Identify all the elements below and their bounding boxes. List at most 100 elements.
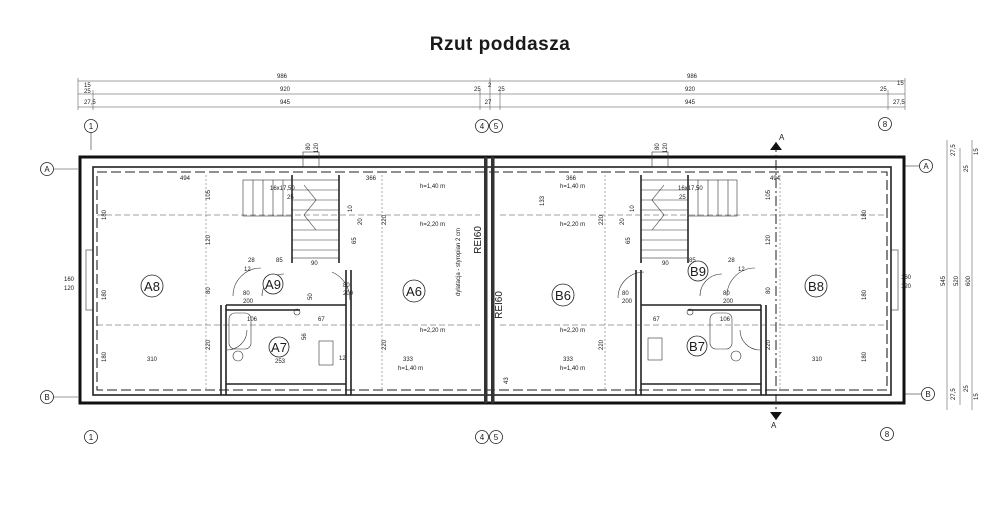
dim-494-a: 494 bbox=[180, 176, 191, 182]
rdim-520: 520 bbox=[954, 275, 960, 286]
h220-d: h=2,20 m bbox=[560, 328, 585, 334]
unit-A-interior bbox=[85, 151, 480, 395]
row-axes: A A B B bbox=[40, 159, 935, 404]
dim-986-left: 986 bbox=[277, 74, 288, 80]
dim-90-b: 90 bbox=[662, 261, 669, 267]
h220-a: h=2,20 m bbox=[420, 222, 445, 228]
dim-90-a: 90 bbox=[311, 261, 318, 267]
dim-28-a: 28 bbox=[248, 258, 255, 264]
fire-walls: REI60 REI60 dylatacja - styropian 2 cm bbox=[456, 157, 505, 403]
dim-200-d: 200 bbox=[723, 299, 734, 305]
axis-1-bottom-bubble bbox=[84, 430, 98, 444]
dim-133: 133 bbox=[540, 195, 546, 206]
dim-120-a: 120 bbox=[206, 234, 212, 245]
dim-310-a: 310 bbox=[147, 357, 158, 363]
dim-945-right: 945 bbox=[685, 100, 696, 106]
dim-80-b: 80 bbox=[343, 283, 350, 289]
dim-105-a: 105 bbox=[206, 189, 212, 200]
room-A9: A9 bbox=[265, 277, 281, 292]
fire-wall-label-1: REI60 bbox=[473, 226, 484, 254]
axis-markers-top: 1 4 5 8 bbox=[84, 117, 892, 150]
rdim-27-5-top: 27,5 bbox=[951, 144, 957, 156]
dim-200-b: 200 bbox=[343, 291, 354, 297]
axis-1-bottom-label: 1 bbox=[89, 433, 94, 442]
dim-180-a: 180 bbox=[102, 209, 108, 220]
dim-12-b: 12 bbox=[738, 267, 745, 273]
dim-253: 253 bbox=[275, 359, 286, 365]
axis-5-bottom-label: 5 bbox=[494, 433, 499, 442]
stair-left-sub: 25 bbox=[287, 195, 294, 201]
dim-80-v2: 80 bbox=[766, 287, 772, 294]
dim-43: 43 bbox=[504, 377, 510, 384]
room-B8: B8 bbox=[808, 279, 824, 294]
dim-920-left: 920 bbox=[280, 87, 291, 93]
dim-10-a: 10 bbox=[348, 205, 354, 212]
stair-left: 16x17,50 bbox=[270, 186, 295, 192]
room-B9: B9 bbox=[690, 264, 706, 279]
dim-27-5-left: 27,5 bbox=[84, 100, 96, 106]
axis-A-right: A bbox=[923, 162, 929, 171]
dim-180-b: 180 bbox=[102, 289, 108, 300]
drawing-title: Rzut poddasza bbox=[429, 34, 571, 55]
stair-notes: 16x17,50 25 16x17,50 25 bbox=[270, 186, 703, 201]
window-left-160: 160 bbox=[64, 277, 75, 283]
dim-945-left: 945 bbox=[280, 100, 291, 106]
window-left-120: 120 bbox=[64, 286, 75, 292]
rdim-600: 600 bbox=[966, 275, 972, 286]
dim-920-right: 920 bbox=[685, 87, 696, 93]
dim-56: 56 bbox=[302, 333, 308, 340]
section-label-bottom: A bbox=[771, 421, 777, 430]
dim-220-d: 220 bbox=[599, 339, 605, 350]
dim-106-a: 106 bbox=[247, 317, 258, 323]
axis-8-top-bubble bbox=[878, 117, 892, 131]
dim-220-f: 220 bbox=[766, 339, 772, 350]
dim-12-a: 12 bbox=[244, 267, 251, 273]
rdim-25-bottom: 25 bbox=[964, 385, 970, 392]
dim-105-b: 105 bbox=[766, 189, 772, 200]
dim-15-left: 15 bbox=[84, 83, 91, 89]
dim-27-5-right: 27,5 bbox=[893, 100, 905, 106]
dim-494-b: 494 bbox=[770, 176, 781, 182]
dim-25-right: 25 bbox=[880, 87, 887, 93]
dim-220-c: 220 bbox=[382, 214, 388, 225]
room-B7: B7 bbox=[689, 339, 705, 354]
axis-B-left: B bbox=[44, 393, 49, 402]
h140-a: h=1,40 m bbox=[420, 184, 445, 190]
unit-B-interior bbox=[500, 151, 899, 395]
window-top-b-80: 80 bbox=[655, 143, 661, 150]
window-top-b-120: 120 bbox=[663, 142, 669, 153]
dim-333-a: 333 bbox=[403, 357, 414, 363]
dim-180-c: 180 bbox=[102, 351, 108, 362]
dim-366-a: 366 bbox=[366, 176, 377, 182]
dim-12-c: 12 bbox=[339, 356, 346, 362]
section-line: A A bbox=[770, 133, 785, 430]
dim-65-b: 65 bbox=[626, 237, 632, 244]
room-labels: A8 A9 A7 A6 B6 B9 B7 B8 bbox=[140, 260, 828, 358]
dim-80-v1: 80 bbox=[206, 287, 212, 294]
h220-c: h=2,20 m bbox=[560, 222, 585, 228]
axis-A-left: A bbox=[44, 165, 50, 174]
dim-180-d: 180 bbox=[862, 209, 868, 220]
dim-220-a: 220 bbox=[206, 339, 212, 350]
stair-right-sub: 25 bbox=[679, 195, 686, 201]
dim-20-a: 20 bbox=[358, 218, 364, 225]
dim-67-a: 67 bbox=[318, 317, 325, 323]
dim-333-b: 333 bbox=[563, 357, 574, 363]
right-dimensions: 27,5 25 15 545 520 600 25 27,5 15 bbox=[941, 140, 980, 410]
room-A8: A8 bbox=[144, 279, 160, 294]
window-right-120: 120 bbox=[901, 284, 912, 290]
dim-366-b: 366 bbox=[566, 176, 577, 182]
dim-2: 2 bbox=[488, 83, 492, 89]
axis-4-bottom-label: 4 bbox=[480, 433, 485, 442]
dim-80-a: 80 bbox=[243, 291, 250, 297]
axis-4-top-bubble bbox=[475, 119, 489, 133]
height-notes: h=1,40 m h=2,20 m h=2,20 m h=1,40 m h=1,… bbox=[398, 184, 585, 372]
room-A6: A6 bbox=[406, 284, 422, 299]
axis-1-top-label: 1 bbox=[89, 122, 94, 131]
dim-85-a: 85 bbox=[276, 258, 283, 264]
dim-120-b: 120 bbox=[766, 234, 772, 245]
axis-markers-bottom: 1 4 5 8 bbox=[84, 427, 894, 444]
h140-d: h=1,40 m bbox=[560, 366, 585, 372]
dim-10-b: 10 bbox=[630, 205, 636, 212]
